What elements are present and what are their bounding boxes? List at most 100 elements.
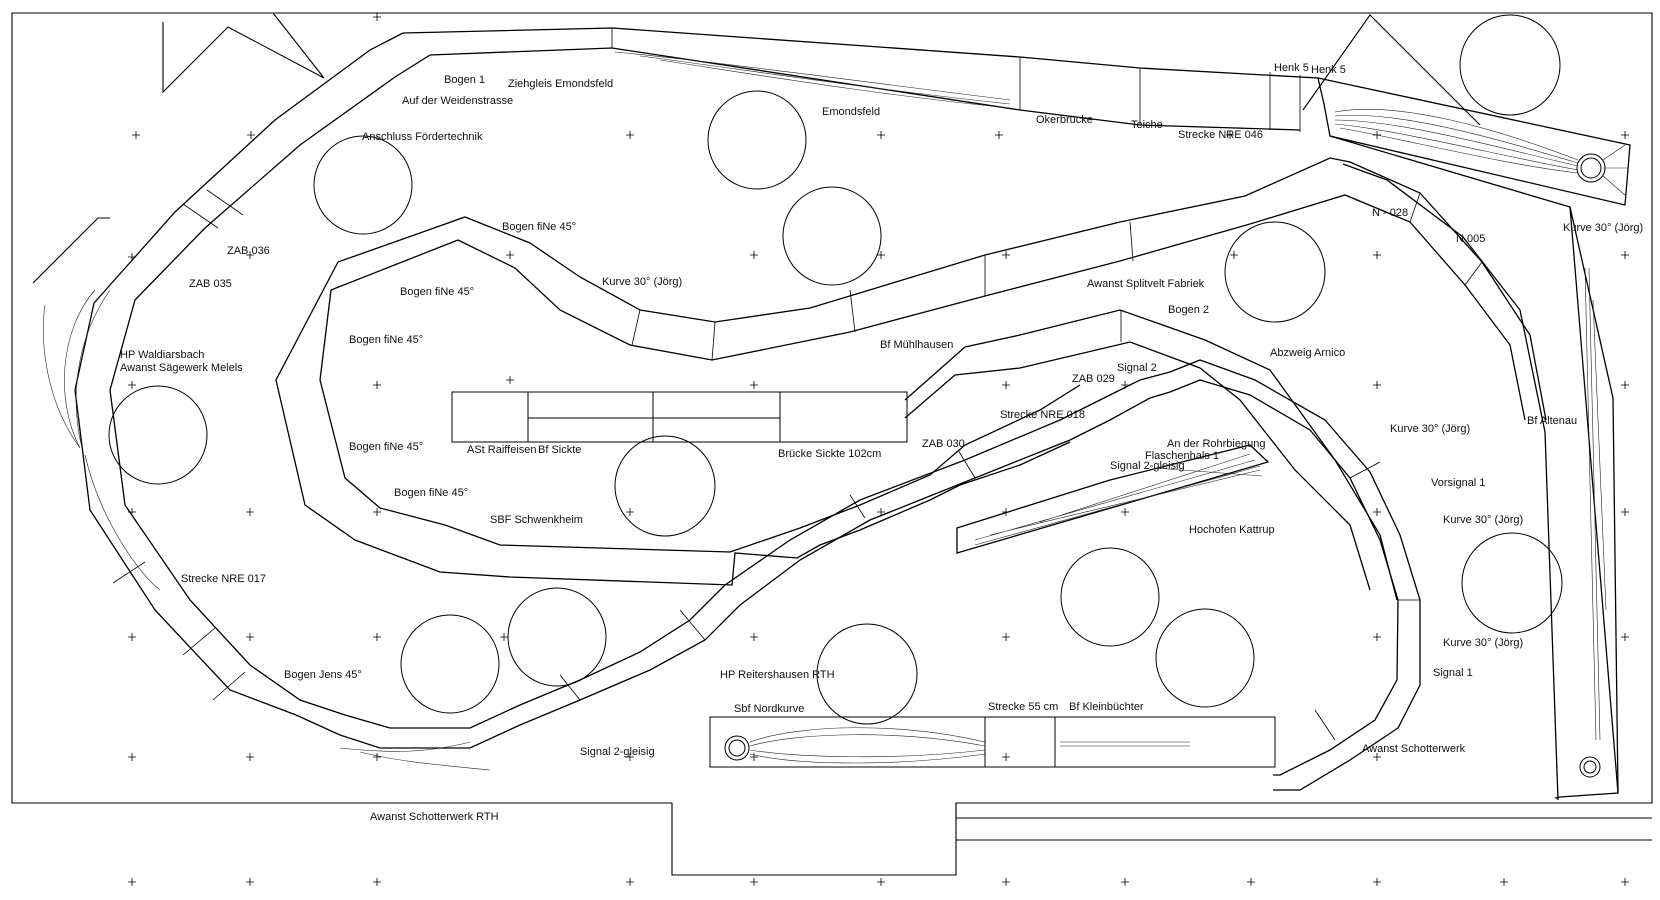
turntable xyxy=(728,739,746,757)
label-zab036: ZAB 036 xyxy=(227,245,270,257)
label-henk5a: Henk 5 xyxy=(1274,62,1309,74)
label-ziehgleis: Ziehgleis Emondsfeld xyxy=(508,78,613,90)
schotterwerk-yard-tracks xyxy=(339,741,491,771)
label-awanst-schotterwerk: Awanst Schotterwerk xyxy=(1362,743,1466,755)
label-signal-2gleisig-b: Signal 2-gleisig xyxy=(580,746,655,758)
label-abzweig-arnico: Abzweig Arnico xyxy=(1270,347,1345,359)
corner-triangle-left-mid xyxy=(32,217,110,284)
obstacle-circles xyxy=(108,14,1563,725)
label-kurve30-b: Kurve 30° (Jörg) xyxy=(602,276,682,288)
inner-loop-right-inner xyxy=(904,341,1371,591)
label-okerbruecke: Okerbrücke xyxy=(1036,114,1093,126)
label-kurve30-a: Kurve 30° (Jörg) xyxy=(1563,222,1643,234)
label-saegewerk: Awanst Sägewerk Melels xyxy=(120,362,243,374)
label-rohrbiegung: An der Rohrbiegung xyxy=(1167,438,1265,450)
turntable xyxy=(1583,760,1597,774)
label-bogen2: Bogen 2 xyxy=(1168,304,1209,316)
inner-loop-left-inner xyxy=(319,289,1081,553)
label-sbf-schwenkheim: SBF Schwenkheim xyxy=(490,514,583,526)
label-nre018: Strecke NRE 018 xyxy=(1000,409,1085,421)
label-bruecke-sickte: Brücke Sickte 102cm xyxy=(778,448,881,460)
outer-loop-outer-edge xyxy=(74,27,1619,801)
circle-marker xyxy=(400,614,500,714)
label-waldiarsbach: HP Waldiarsbach xyxy=(120,349,204,361)
inner-loop-right xyxy=(904,309,1398,601)
circle-marker xyxy=(313,135,413,235)
labels: Bogen 1 Ziehgleis Emondsfeld Auf der Wei… xyxy=(120,62,1643,823)
label-kurve30-c: Kurve 30° (Jörg) xyxy=(1390,423,1470,435)
label-bogen-fine-e: Bogen fiNe 45° xyxy=(394,487,468,499)
label-n005: N 005 xyxy=(1456,233,1485,245)
circle-marker xyxy=(1155,608,1255,708)
circle-marker xyxy=(1060,547,1160,647)
room-outline xyxy=(11,12,1653,876)
circle-marker xyxy=(108,385,208,485)
label-foerdertechnik: Anschluss Fördertechnik xyxy=(362,131,483,143)
platform-step xyxy=(955,803,1652,819)
label-kurve30-e: Kurve 30° (Jörg) xyxy=(1443,637,1523,649)
circle-marker xyxy=(782,186,882,286)
label-reitershausen: HP Reitershausen RTH xyxy=(720,669,835,681)
label-muehlhausen: Bf Mühlhausen xyxy=(880,339,953,351)
label-signal-2gleisig-a: Signal 2-gleisig xyxy=(1110,460,1185,472)
circle-marker xyxy=(1461,532,1563,634)
middle-loop xyxy=(337,157,1547,421)
circle-marker xyxy=(707,90,807,190)
circle-marker xyxy=(1459,14,1561,116)
label-bf-sickte: Bf Sickte xyxy=(538,444,581,456)
label-henk5b: Henk 5 xyxy=(1311,64,1346,76)
label-ast-raiffeisen: ASt Raiffeisen xyxy=(467,444,537,456)
label-bogen-jens: Bogen Jens 45° xyxy=(284,669,362,681)
label-splitvelt: Awanst Splitvelt Fabriek xyxy=(1087,278,1205,290)
label-zab029: ZAB 029 xyxy=(1072,373,1115,385)
label-emondsfeld: Emondsfeld xyxy=(822,106,880,118)
circle-marker xyxy=(507,587,607,687)
label-sbf-nordkurve: Sbf Nordkurve xyxy=(734,703,804,715)
inner-loop-left xyxy=(275,261,1071,586)
label-bogen-fine-b: Bogen fiNe 45° xyxy=(400,286,474,298)
circle-marker xyxy=(816,623,918,725)
emondsfeld-yard-tracks xyxy=(614,51,1011,109)
label-strecke55: Strecke 55 cm xyxy=(988,701,1058,713)
label-nre017: Strecke NRE 017 xyxy=(181,573,266,585)
corner-triangle-left xyxy=(162,12,325,94)
circle-marker xyxy=(1224,221,1326,323)
segment-ticks xyxy=(112,28,1483,741)
label-vorsignal1: Vorsignal 1 xyxy=(1431,477,1485,489)
label-flaschenhals: Flaschenhals 1 xyxy=(1145,450,1219,462)
label-bogen-fine-c: Bogen fiNe 45° xyxy=(349,334,423,346)
label-kleinbuechter: Bf Kleinbüchter xyxy=(1069,701,1144,713)
label-signal2: Signal 2 xyxy=(1117,362,1157,374)
label-kurve30-d: Kurve 30° (Jörg) xyxy=(1443,514,1523,526)
hochofen-yard xyxy=(956,444,1270,554)
label-weidenstrasse: Auf der Weidenstrasse xyxy=(402,95,513,107)
label-nre046: Strecke NRE 046 xyxy=(1178,129,1263,141)
grid-crosses xyxy=(128,13,1629,886)
henk-yard-tracks xyxy=(1334,109,1628,196)
label-hochofen: Hochofen Kattrup xyxy=(1189,524,1275,536)
label-bogen-fine-d: Bogen fiNe 45° xyxy=(349,441,423,453)
label-signal1: Signal 1 xyxy=(1433,667,1473,679)
waldiarsbach-yard-tracks xyxy=(43,289,161,591)
turntable xyxy=(724,735,750,761)
circle-marker xyxy=(614,435,716,537)
label-bogen-fine-a: Bogen fiNe 45° xyxy=(502,221,576,233)
altenau-spur xyxy=(1569,206,1619,794)
label-n028: N - 028 xyxy=(1372,207,1408,219)
nordkurve-yard-tracks xyxy=(749,727,1190,764)
turntable xyxy=(1579,756,1601,778)
turntable xyxy=(1580,157,1602,179)
label-zab030: ZAB 030 xyxy=(922,438,965,450)
label-teiche: Teiche xyxy=(1131,119,1163,131)
henk-yard xyxy=(1317,77,1631,206)
label-schotterwerk-rth: Awanst Schotterwerk RTH xyxy=(370,811,499,823)
sickte-station-box xyxy=(451,391,908,443)
label-altenau: Bf Altenau xyxy=(1527,415,1577,427)
nordkurve-box xyxy=(709,716,1276,768)
hochofen-yard-tracks xyxy=(974,453,1263,546)
corner-triangle-right xyxy=(1302,14,1481,126)
label-bogen1: Bogen 1 xyxy=(444,74,485,86)
altenau-tracks xyxy=(1584,267,1607,741)
label-zab035: ZAB 035 xyxy=(189,278,232,290)
